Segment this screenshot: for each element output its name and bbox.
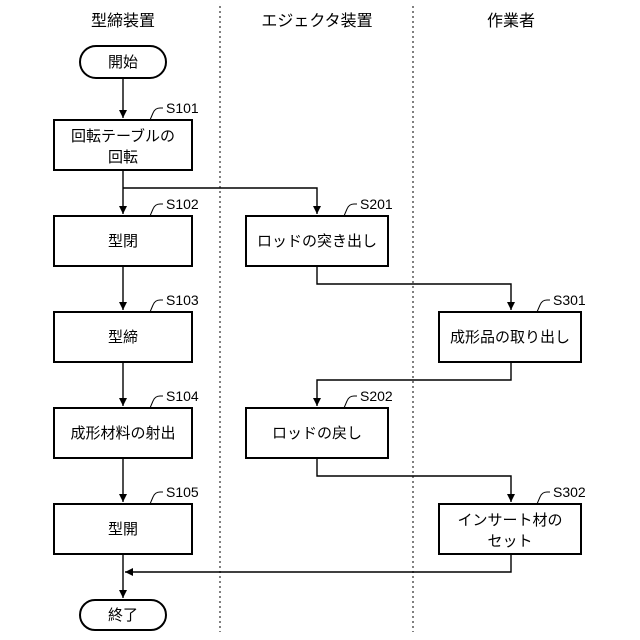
step-s104-leader [150, 396, 163, 408]
step-s101-line2: 回転 [108, 148, 138, 166]
step-s104: 成形材料の射出 S104 [54, 388, 199, 458]
step-s102-label: S102 [166, 196, 199, 212]
step-s302-line1: インサート材の [457, 511, 562, 529]
lane-title-ejector: エジェクタ装置 [261, 11, 372, 30]
arrow-s301-to-s202 [317, 363, 511, 406]
step-s103-leader [150, 300, 163, 312]
step-s201: ロッドの突き出し S201 [246, 196, 393, 266]
step-s201-leader [344, 204, 357, 216]
step-s101-leader [150, 108, 163, 120]
step-s105-text: 型開 [108, 520, 138, 538]
step-s103-text: 型締 [108, 328, 138, 346]
arrow-s202-to-s302 [317, 459, 511, 502]
step-s105-label: S105 [166, 484, 199, 500]
step-s301: 成形品の取り出し S301 [439, 292, 586, 362]
terminal-end-text: 終了 [108, 606, 138, 624]
step-s103: 型締 S103 [54, 292, 199, 362]
step-s105: 型開 S105 [54, 484, 199, 554]
step-s202-text: ロッドの戻し [272, 424, 362, 442]
terminal-start-text: 開始 [108, 53, 138, 71]
arrow-s201-to-s301 [317, 267, 511, 310]
step-s201-label: S201 [360, 196, 393, 212]
terminal-end: 終了 [80, 600, 166, 630]
step-s201-text: ロッドの突き出し [257, 232, 377, 250]
step-s103-label: S103 [166, 292, 199, 308]
step-s301-leader [537, 300, 550, 312]
step-s202-leader [344, 396, 357, 408]
step-s104-text: 成形材料の射出 [70, 424, 175, 442]
step-s102-text: 型閉 [108, 232, 138, 250]
step-s202: ロッドの戻し S202 [246, 388, 393, 458]
lane-title-worker: 作業者 [487, 11, 535, 30]
step-s102: 型閉 S102 [54, 196, 199, 266]
step-s202-label: S202 [360, 388, 393, 404]
step-s104-label: S104 [166, 388, 199, 404]
step-s301-text: 成形品の取り出し [450, 328, 570, 346]
step-s102-leader [150, 204, 163, 216]
lane-title-mold-clamping: 型締装置 [91, 11, 155, 30]
step-s302-line2: セット [487, 532, 532, 550]
step-s302: インサート材の セット S302 [439, 484, 586, 554]
step-s105-leader [150, 492, 163, 504]
step-s302-leader [537, 492, 550, 504]
step-s301-label: S301 [553, 292, 586, 308]
step-s101-label: S101 [166, 100, 199, 116]
step-s101: 回転テーブルの 回転 S101 [54, 100, 199, 170]
arrow-s302-to-end [125, 555, 511, 572]
terminal-start: 開始 [80, 46, 166, 78]
step-s302-label: S302 [553, 484, 586, 500]
step-s101-line1: 回転テーブルの [71, 127, 175, 145]
